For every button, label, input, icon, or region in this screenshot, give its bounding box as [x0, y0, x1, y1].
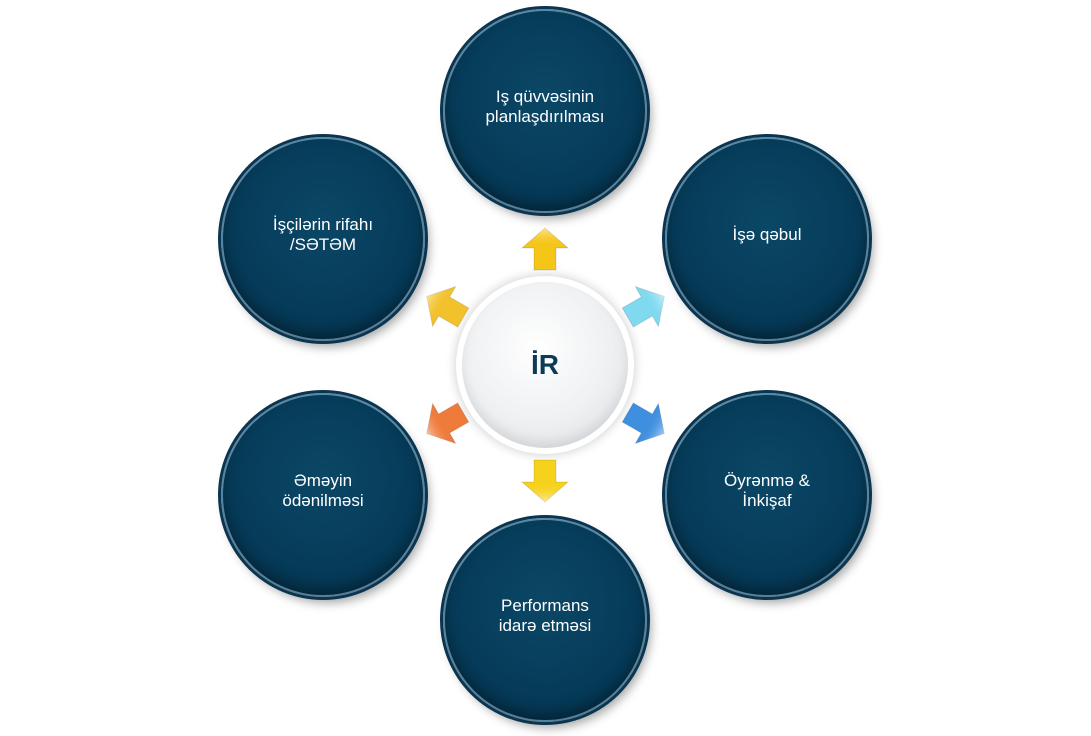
node-label: Əməyin ödənilməsi [282, 471, 364, 510]
center-hub: İR [462, 282, 628, 448]
arrow-lower-left-icon [413, 390, 478, 456]
arrow-up-icon [520, 226, 570, 272]
node-label: İşçilərin rifahı /SƏTƏM [272, 215, 374, 254]
node-compensation: Əməyin ödənilməsi [221, 393, 425, 597]
arrow-upper-left-icon [413, 274, 478, 340]
arrow-down-icon [520, 458, 570, 504]
arrow-upper-right-icon [614, 274, 679, 340]
node-label: Performans idarə etməsi [498, 596, 592, 635]
node-workforce-planning: Iş qüvvəsinin planlaşdırılması [443, 9, 647, 213]
center-label: İR [531, 349, 559, 380]
node-recruitment: İşə qəbul [665, 137, 869, 341]
node-performance-management: Performans idarə etməsi [443, 518, 647, 722]
node-label: Öyrənmə & İnkişaf [724, 471, 810, 510]
node-employee-welfare: İşçilərin rifahı /SƏTƏM [221, 137, 425, 341]
arrow-lower-right-icon [614, 390, 679, 456]
node-label: Iş qüvvəsinin planlaşdırılması [485, 87, 605, 126]
node-learning-development: Öyrənmə & İnkişaf [665, 393, 869, 597]
node-label: İşə qəbul [732, 225, 802, 244]
